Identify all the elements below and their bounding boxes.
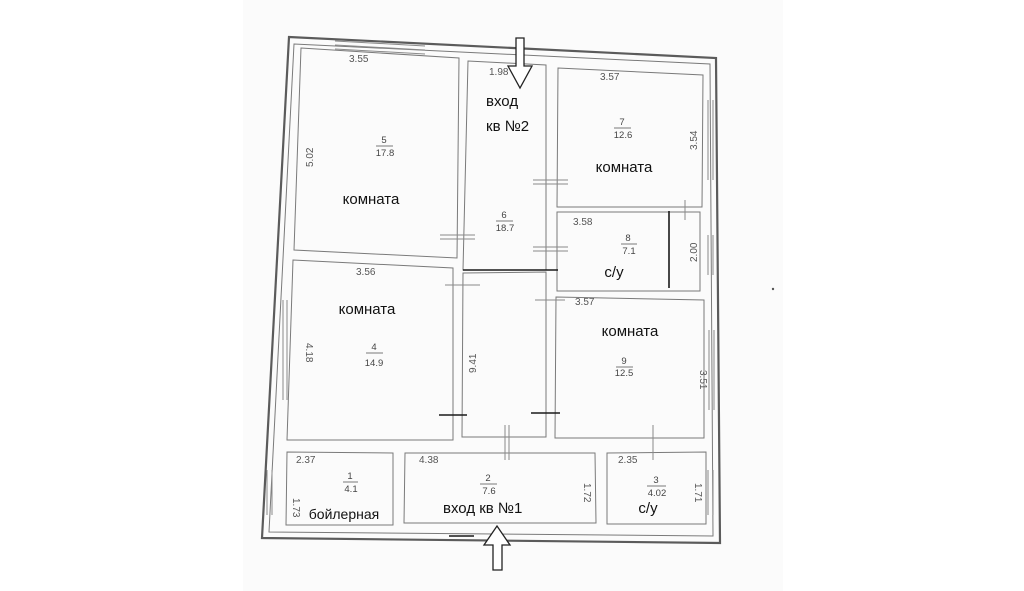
dim-r3-width: 2.35 xyxy=(618,455,638,466)
room-1-area: 4.1 xyxy=(344,484,357,495)
entrance-1-label: вход кв №1 xyxy=(443,500,522,517)
room-2-area: 7.6 xyxy=(482,486,495,497)
room-5-area: 17.8 xyxy=(376,148,395,159)
dim-r1-height: 1.73 xyxy=(290,498,301,518)
room-8-label: с/у xyxy=(604,264,624,281)
room-2-number: 2 xyxy=(485,473,490,484)
dim-r1-width: 2.37 xyxy=(296,455,316,466)
room-8-number: 8 xyxy=(625,233,630,244)
dim-r5-height: 5.02 xyxy=(305,147,316,167)
dim-r2-width: 4.38 xyxy=(419,455,439,466)
entrance-2-label-line1: вход xyxy=(486,93,518,110)
room-7-area: 12.6 xyxy=(614,130,633,141)
room-3-label: с/у xyxy=(638,500,658,517)
room-6-number: 6 xyxy=(501,210,506,221)
room-labels: комната комната с/у комната комната бойл… xyxy=(309,159,659,522)
dim-r9-width: 3.57 xyxy=(575,297,595,308)
room-walls xyxy=(285,47,707,526)
room-3-area: 4.02 xyxy=(648,488,667,499)
dim-r3-height: 1.71 xyxy=(692,483,703,503)
dim-r9-height: 3.51 xyxy=(697,370,708,390)
room-5-number: 5 xyxy=(381,135,386,146)
entrance-arrow-top-icon xyxy=(506,37,534,90)
entrance-labels: вход кв №2 вход кв №1 xyxy=(443,93,529,517)
room-8-area: 7.1 xyxy=(622,246,635,257)
dim-r8-height: 2.00 xyxy=(689,242,700,262)
room-9-area: 12.5 xyxy=(615,368,634,379)
dim-r7-width: 3.57 xyxy=(600,72,620,83)
dim-r4-height: 4.18 xyxy=(303,343,314,363)
dim-r8-width: 3.58 xyxy=(573,217,593,228)
dim-corridor-length: 9.41 xyxy=(468,353,479,373)
partition-lines xyxy=(439,211,670,537)
room-5-label: комната xyxy=(343,191,400,208)
room-4-label: комната xyxy=(339,301,396,318)
stray-mark xyxy=(771,287,775,291)
room-4-area: 14.9 xyxy=(365,358,384,369)
outer-walls xyxy=(260,35,722,545)
paper xyxy=(243,0,783,591)
window-marks xyxy=(266,40,715,515)
dim-r2-height: 1.72 xyxy=(581,483,592,503)
room-9-number: 9 xyxy=(621,356,626,367)
dim-r5-width: 3.55 xyxy=(349,54,369,65)
dimension-labels: 3.55 5.02 1.98 3.57 3.54 3.58 2.00 3.56 … xyxy=(290,54,708,518)
room-7-number: 7 xyxy=(619,117,624,128)
room-3-number: 3 xyxy=(653,475,658,486)
room-4-number: 4 xyxy=(371,342,376,353)
room-1-number: 1 xyxy=(347,471,352,482)
dim-r7-height: 3.54 xyxy=(689,130,700,150)
entrance-2-label-line2: кв №2 xyxy=(486,118,529,135)
dim-r6-width: 1.98 xyxy=(489,67,509,78)
entrance-arrow-bottom-icon xyxy=(482,524,512,571)
room-7-label: комната xyxy=(596,159,653,176)
dim-r4-width: 3.56 xyxy=(356,267,376,278)
room-numbers: 5 17.8 6 18.7 7 12.6 8 7.1 4 14.9 9 12.5… xyxy=(343,117,666,499)
room-1-label: бойлерная xyxy=(309,506,379,522)
room-6-area: 18.7 xyxy=(496,223,515,234)
door-marks xyxy=(440,179,686,460)
room-9-label: комната xyxy=(602,323,659,340)
